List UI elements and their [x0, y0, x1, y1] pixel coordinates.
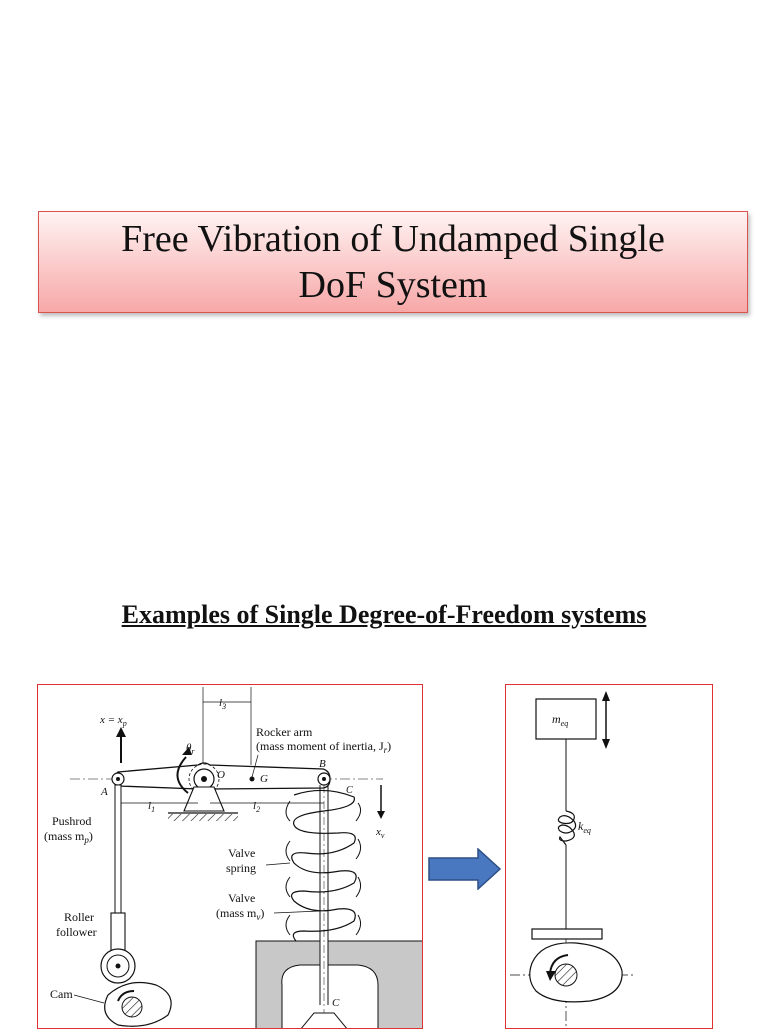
xv-label: xv [375, 826, 385, 840]
rocker-arm-label-1: Rocker arm [256, 725, 313, 739]
rocker-arm-label-2: (mass moment of inertia, Jr) [256, 739, 391, 755]
valve-label-1: Valve [228, 891, 255, 905]
valve-spring-label-2: spring [226, 861, 256, 875]
motion-arrowhead-up [602, 691, 610, 701]
pivot-o-dashed [188, 763, 220, 795]
pushrod-label-2: (mass mp) [44, 829, 93, 845]
mass-label: meq [552, 712, 568, 728]
cam-shaft-equivalent [554, 963, 578, 987]
label-b: B [319, 758, 326, 770]
xp-arrowhead [116, 727, 126, 737]
equivalent-spring [557, 810, 577, 846]
cylinder-head-right [327, 940, 422, 1028]
valve-spring [291, 789, 357, 942]
cylinder-head [255, 940, 321, 1028]
cam-label: Cam [50, 987, 73, 1001]
valve-spring-back [285, 800, 362, 936]
roller-pin [115, 963, 121, 969]
l3-label: l3 [219, 697, 226, 711]
center-of-mass-g [249, 776, 255, 782]
equivalence-arrow [428, 848, 502, 890]
pushrod [114, 784, 122, 914]
pushrod-label-1: Pushrod [52, 814, 91, 828]
valve-head [300, 1012, 348, 1028]
pivot-support [183, 786, 225, 812]
cam-leader [73, 994, 105, 1004]
cam-rotation-arrow [117, 990, 135, 1002]
cam-rotation-arrowhead-equivalent [546, 971, 556, 981]
equivalent-model-panel: meq keq [505, 684, 713, 1029]
label-g: G [260, 773, 268, 785]
spring-label: keq [578, 819, 591, 835]
title-box: Free Vibration of Undamped Single DoF Sy… [38, 211, 748, 313]
follower-platform [531, 928, 603, 940]
rocker-leader [251, 754, 259, 778]
label-o: O [217, 769, 225, 781]
pivot-o-inner [201, 776, 207, 782]
theta-arrow [176, 756, 189, 794]
pivot-b-inner [322, 777, 326, 781]
valve-spring-leader [265, 862, 291, 866]
equivalent-model-diagram: meq keq [510, 691, 636, 1028]
valve-train-diagram: l3 x = xp O G A B θr l1 l2 [44, 687, 422, 1028]
x-eq-xp-label: x = xp [99, 714, 127, 728]
motion-arrowhead-down [602, 739, 610, 749]
cam-rotation-arrow-equivalent [549, 954, 569, 974]
section-subtitle: Examples of Single Degree-of-Freedom sys… [121, 600, 647, 629]
theta-label: θr [186, 742, 195, 756]
cam-shaft [121, 996, 143, 1018]
ground-hatch [168, 814, 238, 821]
l1-label: l1 [148, 800, 155, 814]
label-c-lower: C [332, 997, 340, 1009]
title-line-1: Free Vibration of Undamped Single [121, 218, 665, 260]
valve-spring-label-1: Valve [228, 846, 255, 860]
slide-title: Free Vibration of Undamped Single DoF Sy… [73, 216, 713, 308]
theta-arrowhead [182, 747, 192, 755]
label-a: A [100, 786, 108, 798]
valve-leader [273, 910, 321, 914]
l2-label: l2 [253, 800, 260, 814]
valve-label-2: (mass mv) [216, 906, 264, 922]
label-c-upper: C [346, 785, 353, 796]
xv-arrowhead [377, 811, 385, 819]
roller-label-1: Roller [64, 910, 94, 924]
roller-label-2: follower [56, 925, 97, 939]
valve-train-diagram-panel: l3 x = xp O G A B θr l1 l2 [37, 684, 423, 1029]
pivot-a-inner [116, 777, 120, 781]
title-line-2: DoF System [298, 264, 488, 306]
